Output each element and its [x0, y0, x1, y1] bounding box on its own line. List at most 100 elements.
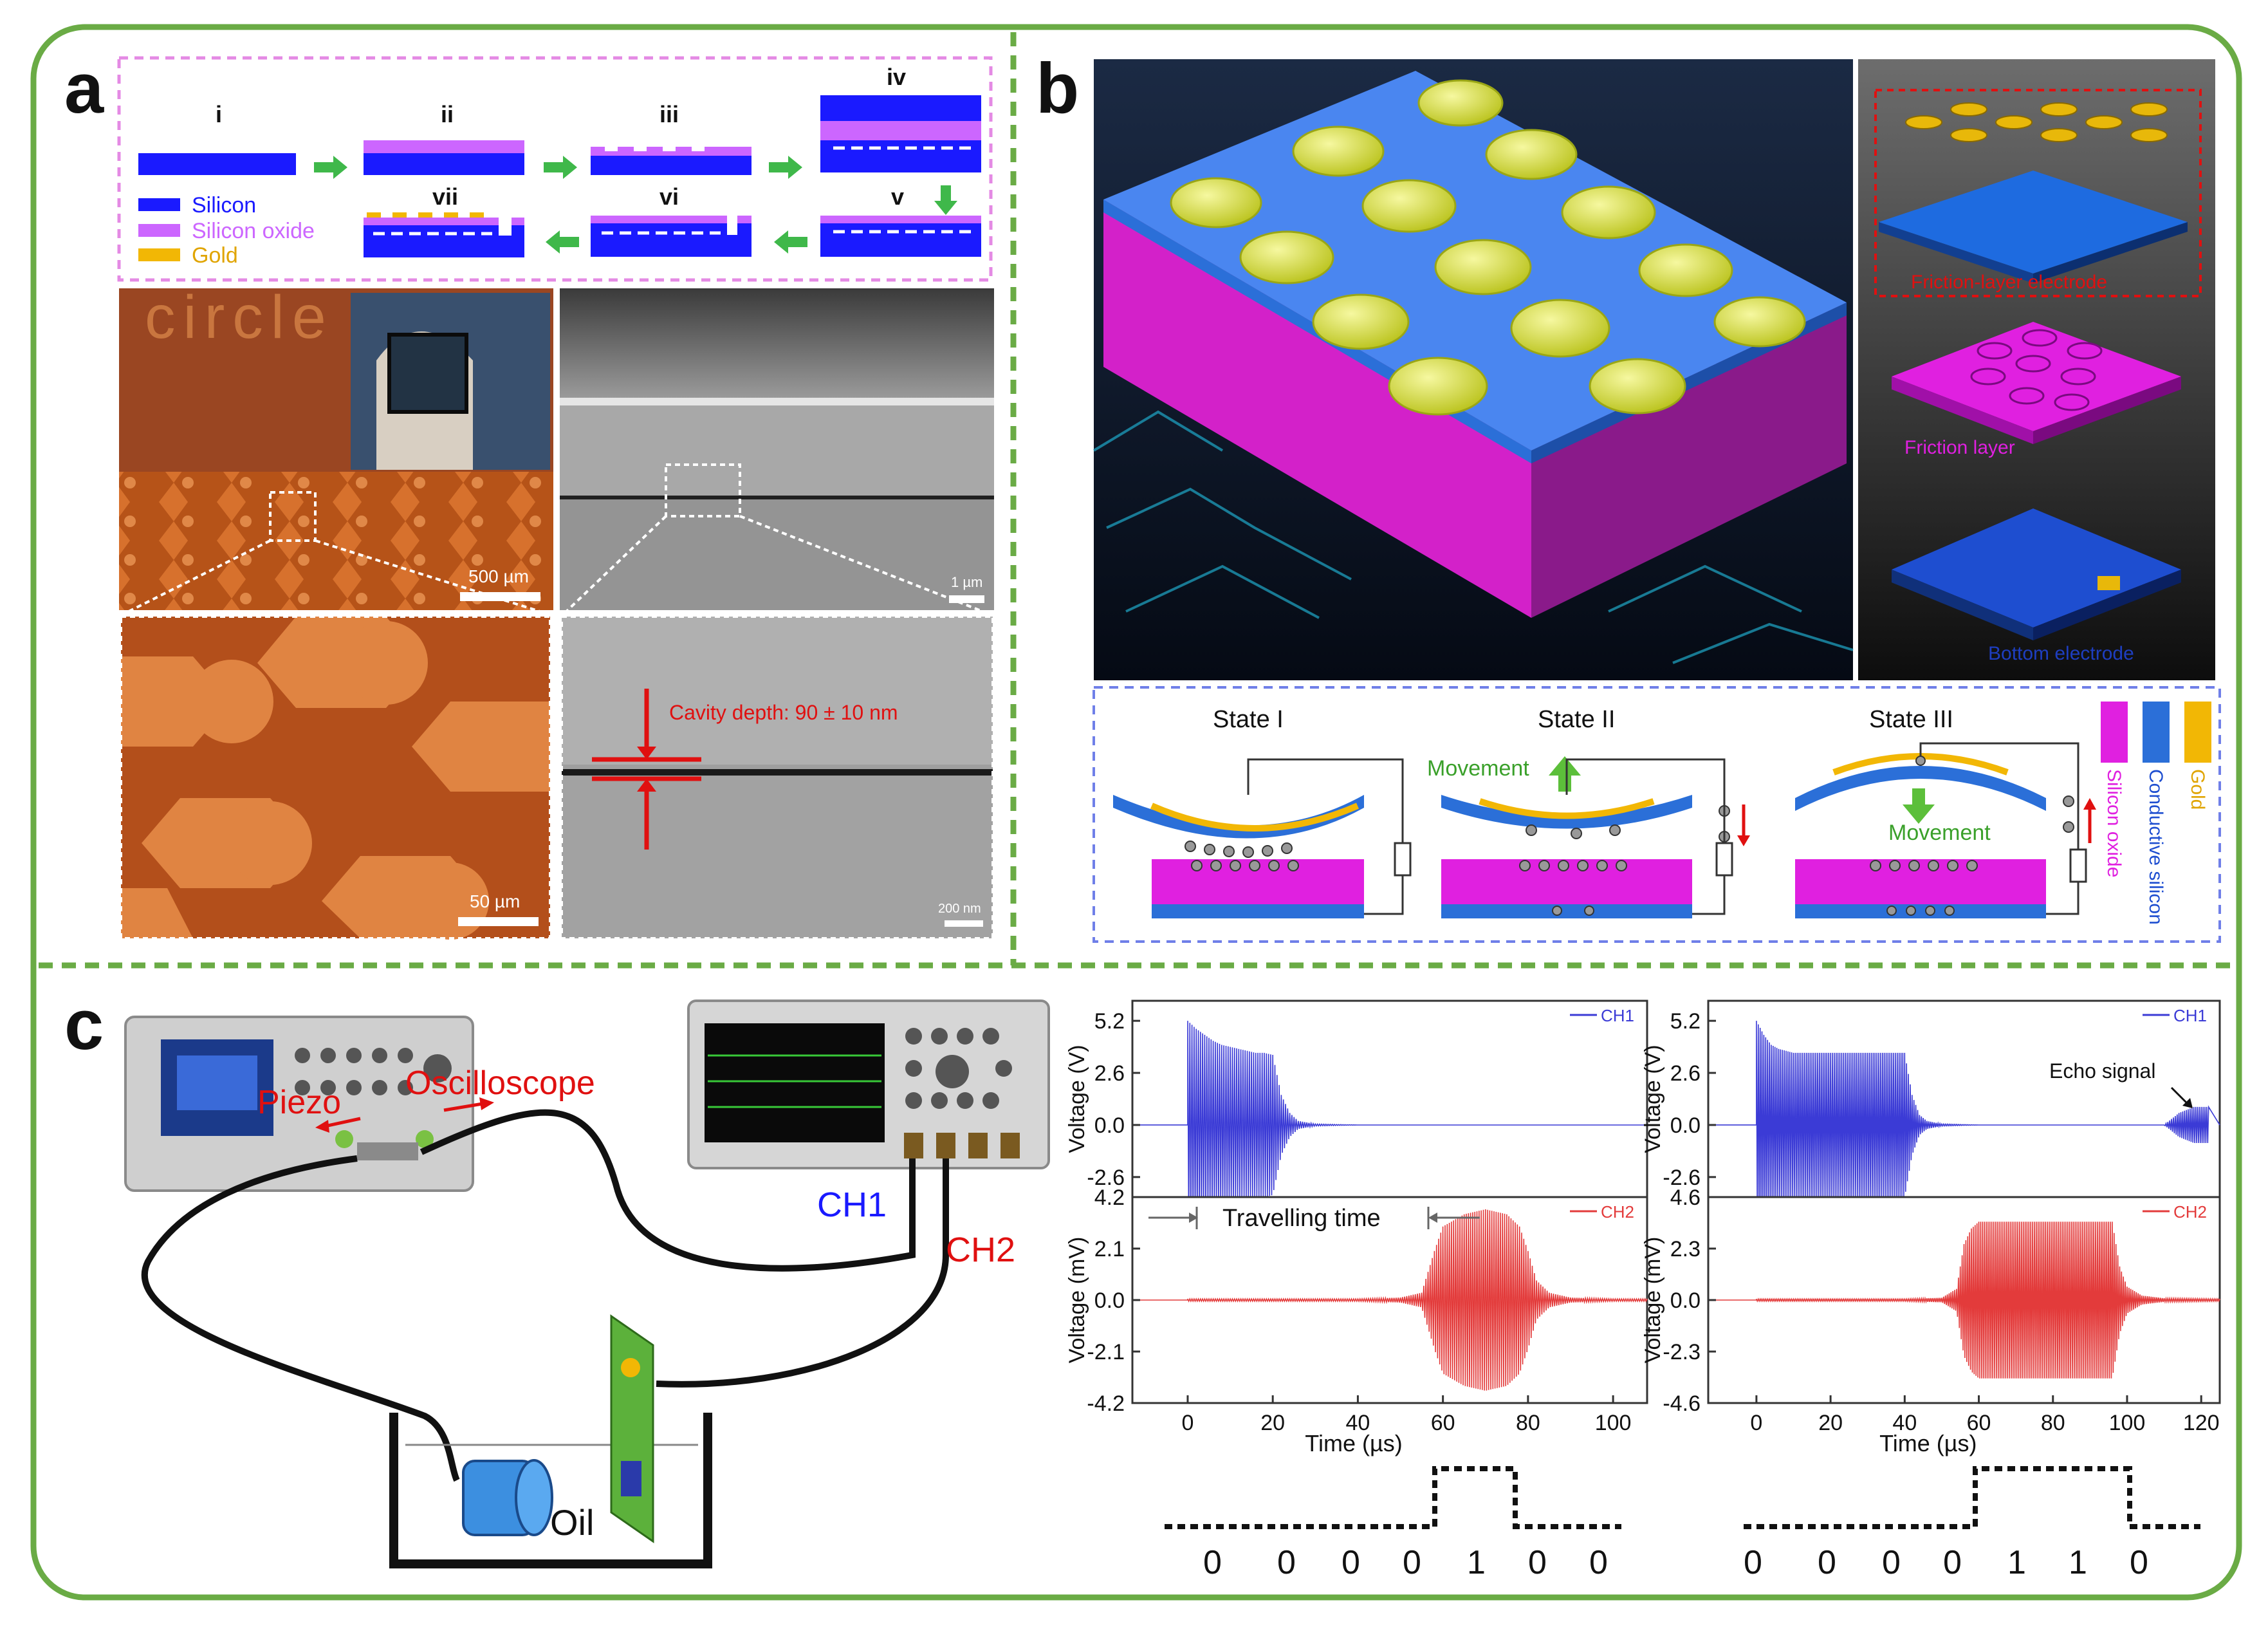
- ytick-label-right-ch1-2: 0.0: [1670, 1113, 1701, 1138]
- cables: [141, 1109, 949, 1482]
- legend-silicon-oxide-vertical: Silicon oxide: [2103, 769, 2125, 877]
- wafer-step-vii: [364, 218, 524, 225]
- legend-gold-vertical: Gold: [2187, 769, 2208, 810]
- oxide-step-ii: [364, 140, 524, 153]
- optical-image-top: circle 500 µm: [119, 283, 553, 616]
- ylabel-right-ch2: Voltage (mV): [1641, 1237, 1665, 1364]
- xtick-label-right-ch2-3: 60: [1967, 1411, 1991, 1435]
- xtick-label-right-ch2-6: 120: [2183, 1411, 2220, 1435]
- friction-layer-plate: [1892, 322, 2181, 431]
- ylabel-left-ch2: Voltage (mV): [1065, 1237, 1089, 1364]
- movement-label-3: Movement: [1888, 821, 1991, 845]
- xtick-label-right-ch2-1: 20: [1818, 1411, 1843, 1435]
- oil-tank: [389, 1413, 712, 1568]
- series-line-left-ch2: [1132, 1209, 1648, 1391]
- xtick-label-right-ch2-2: 40: [1892, 1411, 1917, 1435]
- hex-pattern: [119, 472, 553, 610]
- panel-label-a: a: [64, 49, 104, 128]
- series-line-right-ch1: [1708, 1021, 2220, 1228]
- step-label-i: i: [216, 101, 222, 127]
- label-friction-layer: Friction layer: [1904, 437, 2015, 458]
- chart-annotations: Travelling time Echo signal: [1148, 1059, 2193, 1232]
- xtick-label-right-ch2-4: 80: [2041, 1411, 2065, 1435]
- step-label-v: v: [891, 183, 904, 210]
- xtick-label-left-ch2-2: 40: [1345, 1411, 1370, 1435]
- process-arrows: [314, 156, 957, 254]
- travelling-time-label: Travelling time: [1222, 1205, 1381, 1232]
- bit-right-1: 0: [1818, 1544, 1836, 1581]
- legend-gold: Gold: [192, 243, 238, 268]
- label-bottom-electrode: Bottom electrode: [1988, 643, 2134, 664]
- ytick-label-left-ch1-1: 2.6: [1094, 1061, 1125, 1086]
- ytick-label-left-ch1-0: 5.2: [1094, 1009, 1125, 1034]
- cavity-depth-label: Cavity depth: 90 ± 10 nm: [669, 701, 898, 724]
- bit-left-4: 1: [1467, 1544, 1486, 1581]
- exploded-view: Friction-layer electrode Friction layer …: [1858, 59, 2215, 680]
- wafer-step-ii: [364, 153, 524, 175]
- ytick-label-left-ch2-3: -2.1: [1087, 1340, 1125, 1364]
- label-friction-layer-electrode: Friction-layer electrode: [1911, 272, 2107, 293]
- xlabel-left-ch2: Time (µs): [1305, 1430, 1402, 1456]
- bit-left-5: 0: [1528, 1544, 1547, 1581]
- bit-train-right: 0 0 0 0 1 1 0: [1744, 1466, 2200, 1581]
- wafer-step-vi: [591, 216, 751, 223]
- legend-label-right-ch1: CH1: [2173, 1006, 2207, 1025]
- outer-frame: [30, 24, 2242, 1601]
- state-3-label: State III: [1869, 706, 1953, 733]
- bit-left-1: 0: [1277, 1544, 1296, 1581]
- xtick-label-left-ch2-1: 20: [1260, 1411, 1285, 1435]
- xtick-label-right-ch2-0: 0: [1750, 1411, 1762, 1435]
- xtick-label-left-ch2-0: 0: [1181, 1411, 1194, 1435]
- legend-conductive-silicon-vertical: Conductive silicon: [2145, 769, 2166, 925]
- xtick-label-left-ch2-4: 80: [1516, 1411, 1540, 1435]
- step-label-ii: ii: [441, 101, 454, 127]
- process-flow: i ii iii iv v vi vii: [117, 56, 993, 282]
- ylabel-left-ch1: Voltage (V): [1065, 1045, 1089, 1153]
- scale-50um: 50 µm: [470, 891, 520, 911]
- step-label-iv: iv: [887, 64, 906, 90]
- scale-1um: 1 µm: [951, 574, 982, 590]
- legend-label-left-ch2: CH2: [1601, 1202, 1634, 1222]
- series-line-left-ch1: [1132, 1021, 1648, 1229]
- bit-right-5: 1: [2069, 1544, 2087, 1581]
- bit-right-0: 0: [1744, 1544, 1762, 1581]
- xlabel-right-ch2: Time (µs): [1879, 1430, 1977, 1456]
- chip-photo: [387, 333, 468, 414]
- wafer-step-iii: [591, 156, 751, 175]
- legend-label-left-ch1: CH1: [1601, 1006, 1634, 1025]
- ytick-label-right-ch1-1: 2.6: [1670, 1061, 1701, 1086]
- state-1-label: State I: [1213, 706, 1284, 733]
- oscilloscope-label: Oscilloscope: [405, 1065, 595, 1102]
- step-label-vi: vi: [659, 183, 679, 210]
- optical-image-zoom: 50 µm: [120, 615, 551, 940]
- wafer-top-step-iv: [820, 95, 981, 121]
- echo-signal-label: Echo signal: [2049, 1059, 2155, 1083]
- ytick-label-right-ch2-3: -2.3: [1663, 1340, 1701, 1364]
- sem-image-top: 1 µm: [560, 288, 994, 616]
- ch1-label: CH1: [817, 1185, 887, 1224]
- bit-left-2: 0: [1341, 1544, 1360, 1581]
- bit-left-3: 0: [1403, 1544, 1421, 1581]
- wafer-step-i: [138, 153, 296, 175]
- ytick-label-left-ch2-4: -4.2: [1087, 1391, 1125, 1416]
- bit-left-0: 0: [1203, 1544, 1222, 1581]
- ytick-label-right-ch2-0: 4.6: [1670, 1185, 1701, 1210]
- step-label-vii: vii: [432, 183, 458, 210]
- device-render: [1093, 59, 1854, 680]
- process-box: [117, 56, 993, 282]
- scale-500um: 500 µm: [468, 566, 529, 586]
- legend-gold-swatch: [138, 248, 180, 261]
- wafer-step-v: [820, 216, 981, 223]
- movement-label-2: Movement: [1427, 756, 1529, 781]
- legend-oxide-swatch: [138, 224, 180, 237]
- legend-silicon-swatch: [138, 198, 180, 211]
- sem-image-zoom: Cavity depth: 90 ± 10 nm 200 nm: [560, 615, 994, 940]
- xtick-label-right-ch2-5: 100: [2109, 1411, 2146, 1435]
- step-label-iii: iii: [659, 101, 679, 127]
- bit-right-4: 1: [2007, 1544, 2026, 1581]
- state-2-label: State II: [1538, 706, 1615, 733]
- xtick-label-left-ch2-3: 60: [1431, 1411, 1455, 1435]
- render-side-right: [1531, 302, 1847, 618]
